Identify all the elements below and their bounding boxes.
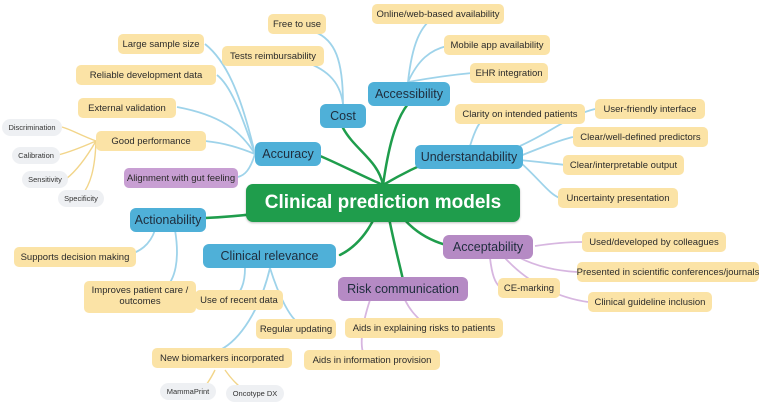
biomarker-subitem: Oncotype DX (226, 385, 284, 402)
link-accu-external (176, 106, 256, 155)
link-ac-presented (519, 257, 578, 273)
accessibility-item: Online/web-based availability (372, 4, 504, 24)
understandability-item: Uncertainty presentation (558, 188, 678, 208)
link-und-output (519, 159, 567, 166)
accuracy-item: External validation (78, 98, 176, 118)
performance-subitem: Specificity (58, 190, 104, 207)
category-accessibility: Accessibility (368, 82, 450, 106)
link-central-accessibility (381, 102, 410, 187)
link-perf-sensitivity (65, 140, 97, 180)
link-rc-aids-explaining (404, 299, 421, 321)
category-cost: Cost (320, 104, 366, 128)
risk-communication-item: Aids in information provision (304, 350, 440, 370)
link-central-cost (341, 126, 385, 187)
link-accu-reliable (216, 74, 256, 155)
link-central-accuracy (318, 154, 385, 187)
acceptability-item: Clinical guideline inclusion (588, 292, 712, 312)
link-perf-discrimination (61, 126, 97, 142)
understandability-item: Clarity on intended patients (455, 104, 585, 124)
accuracy-item: Good performance (96, 131, 206, 151)
actionability-item: Improves patient care / outcomes (84, 281, 196, 313)
understandability-item: Clear/well-defined predictors (573, 127, 708, 147)
actionability-item: Supports decision making (14, 247, 136, 267)
link-acc-mobile (407, 45, 448, 83)
central-topic: Clinical prediction models (246, 184, 520, 222)
link-und-predictors (519, 136, 574, 157)
link-accu-gut (237, 153, 256, 178)
category-accuracy: Accuracy (255, 142, 321, 166)
link-ac-colleagues (534, 241, 583, 247)
link-cr-biomarkers (219, 267, 271, 351)
clinical-relevance-item: New biomarkers incorporated (152, 348, 292, 368)
link-und-uncertainty (519, 161, 561, 199)
performance-subitem: Discrimination (2, 119, 62, 136)
acceptability-item: CE-marking (498, 278, 560, 298)
link-accu-sample (204, 43, 256, 155)
link-cr-updating (269, 267, 296, 321)
accuracy-item: Alignment with gut feeling (124, 168, 238, 188)
risk-communication-item: Aids in explaining risks to patients (345, 318, 503, 338)
link-acc-ehr (407, 72, 473, 83)
cost-item: Tests reimbursability (222, 46, 324, 66)
category-risk-communication: Risk communication (338, 277, 468, 301)
category-acceptability: Acceptability (443, 235, 533, 259)
biomarker-subitem: MammaPrint (160, 383, 216, 400)
link-cost-free (314, 31, 344, 105)
acceptability-item: Presented in scientific conferences/jour… (577, 262, 759, 282)
link-perf-specificity (81, 140, 97, 196)
category-actionability: Actionability (130, 208, 206, 232)
category-understandability: Understandability (415, 145, 523, 169)
accuracy-item: Large sample size (118, 34, 204, 54)
performance-subitem: Calibration (12, 147, 60, 164)
accessibility-item: Mobile app availability (444, 35, 550, 55)
link-perf-calibration (57, 140, 97, 156)
acceptability-item: Used/developed by colleagues (582, 232, 726, 252)
performance-subitem: Sensitivity (22, 171, 68, 188)
link-cost-tests (299, 59, 344, 105)
link-accu-performance (204, 140, 256, 155)
accuracy-item: Reliable development data (76, 65, 216, 85)
clinical-relevance-item: Regular updating (256, 319, 336, 339)
accessibility-item: EHR integration (470, 63, 548, 83)
understandability-item: User-friendly interface (595, 99, 705, 119)
link-act-improves (164, 229, 178, 289)
clinical-relevance-item: Use of recent data (195, 290, 283, 310)
category-clinical-relevance: Clinical relevance (203, 244, 336, 268)
cost-item: Free to use (268, 14, 326, 34)
understandability-item: Clear/interpretable output (563, 155, 684, 175)
